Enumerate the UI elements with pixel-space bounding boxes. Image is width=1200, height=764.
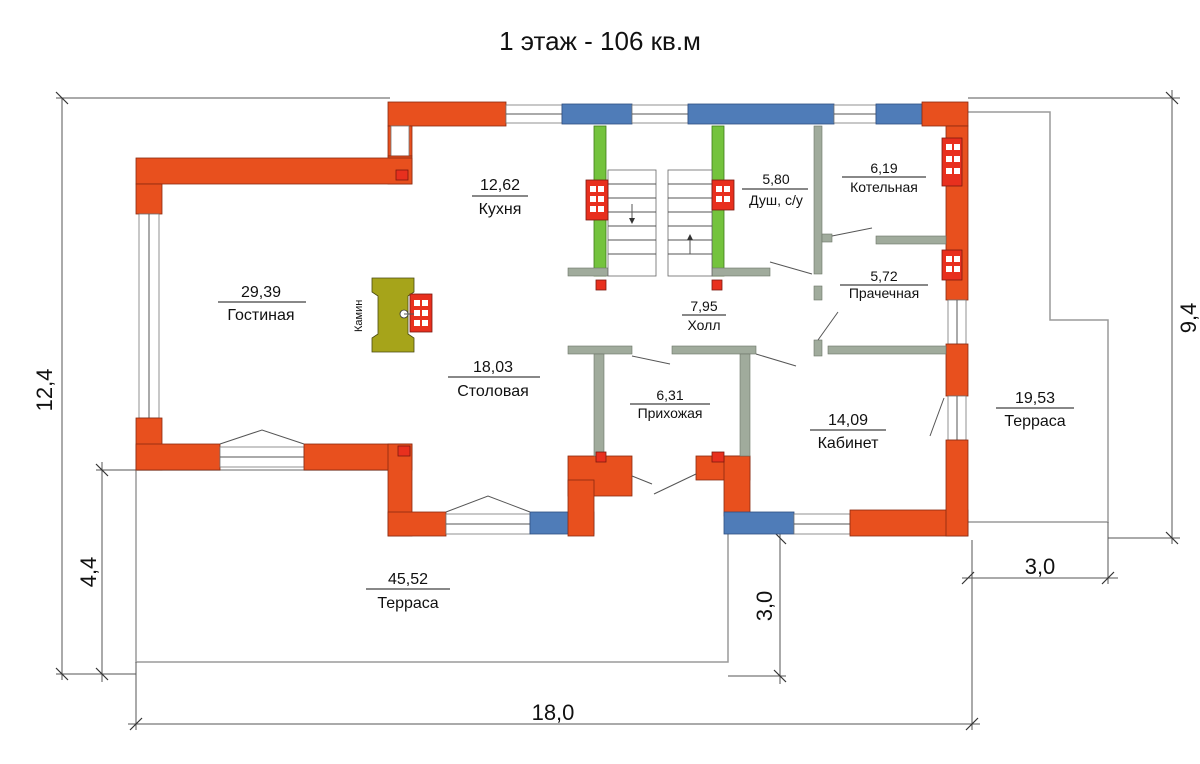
- room-laundry-name: Прачечная: [849, 285, 919, 301]
- room-kitchen-area: 12,62: [480, 177, 520, 194]
- fireplace-label: Камин: [353, 300, 365, 332]
- outer-walls: [135, 101, 969, 537]
- dim-terrace-width: 3,0: [1025, 554, 1056, 579]
- room-hall-area: 7,95: [690, 298, 717, 314]
- door-swings: [219, 227, 945, 513]
- room-entrance-name: Прихожая: [638, 405, 703, 421]
- room-dining-name: Столовая: [457, 383, 529, 400]
- dimension-lines: [55, 90, 1180, 731]
- room-terrace-bottom-area: 45,52: [388, 571, 428, 588]
- room-living-area: 29,39: [241, 284, 281, 301]
- room-dining-area: 18,03: [473, 359, 513, 376]
- dim-terrace-depth: 4,4: [76, 557, 101, 588]
- room-boiler-name: Котельная: [850, 179, 918, 195]
- room-terrace-right-area: 19,53: [1015, 390, 1055, 407]
- dim-entry-offset: 3,0: [752, 591, 777, 622]
- room-terrace-bottom-name: Терраса: [377, 595, 438, 612]
- dim-total-depth: 12,4: [32, 369, 57, 412]
- dimension-labels: 18,0 12,4 9,4 4,4 3,0 3,0: [32, 303, 1200, 725]
- room-shower-area: 5,80: [762, 171, 789, 187]
- room-laundry-area: 5,72: [870, 268, 897, 284]
- room-labels: 12,62 Кухня 29,39 Гостиная 18,03 Столова…: [218, 160, 1074, 612]
- room-kitchen-name: Кухня: [479, 201, 522, 218]
- room-living-name: Гостиная: [227, 307, 294, 324]
- dim-total-width: 18,0: [532, 700, 575, 725]
- room-boiler-area: 6,19: [870, 160, 897, 176]
- plan-title: 1 этаж - 106 кв.м: [499, 26, 701, 56]
- room-shower-name: Душ, с/у: [749, 192, 803, 208]
- staircase: [607, 169, 713, 277]
- room-office-area: 14,09: [828, 412, 868, 429]
- room-office-name: Кабинет: [818, 435, 880, 452]
- fireplace: Камин: [353, 277, 433, 353]
- room-entrance-area: 6,31: [656, 387, 683, 403]
- room-terrace-right-name: Терраса: [1004, 413, 1065, 430]
- chimneys: [395, 137, 963, 463]
- dim-right-depth: 9,4: [1176, 303, 1200, 334]
- room-hall-name: Холл: [688, 317, 721, 333]
